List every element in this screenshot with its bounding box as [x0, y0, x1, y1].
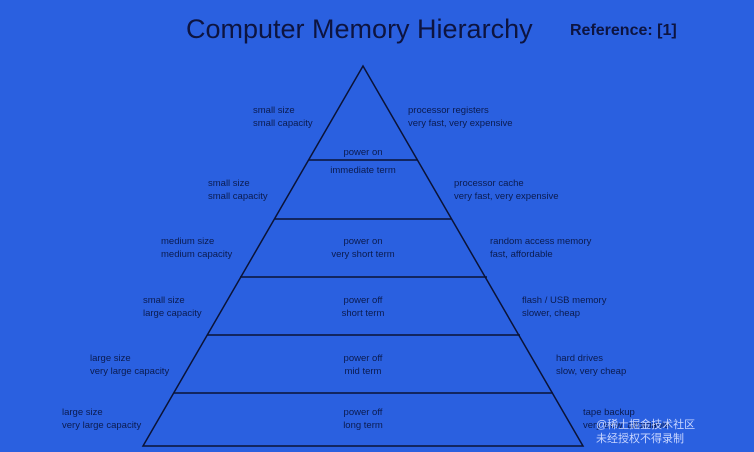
- level-cache-term: immediate term: [330, 165, 396, 176]
- level-cache-description: processor cache very fast, very expensiv…: [454, 178, 559, 202]
- level-hdd-description: hard drives slow, very cheap: [556, 353, 627, 377]
- level-cache-volatility: power on: [343, 147, 383, 158]
- level-cache-size: small size small capacity: [208, 178, 268, 202]
- level-hdd-size: large size very large capacity: [90, 353, 170, 377]
- level-hdd-persistence: power off mid term: [343, 353, 383, 377]
- reference-note: Reference: [1]: [570, 22, 677, 39]
- level-flash-size: small size large capacity: [143, 295, 202, 319]
- watermark: @稀土掘金技术社区 未经授权不得录制: [596, 419, 696, 445]
- diagram-title: Computer Memory Hierarchy: [186, 14, 533, 44]
- level-tape-description: tape backup very slow, affordable: [583, 407, 670, 431]
- level-registers-size: small size small capacity: [253, 105, 313, 129]
- level-flash-persistence: power off short term: [341, 295, 385, 319]
- level-flash-description: flash / USB memory slower, cheap: [522, 295, 607, 319]
- level-tape-size: large size very large capacity: [62, 407, 142, 431]
- level-ram-description: random access memory fast, affordable: [490, 236, 592, 260]
- level-registers-description: processor registers very fast, very expe…: [408, 105, 513, 129]
- pyramid-outline: [141, 64, 585, 447]
- level-tape-persistence: power off long term: [343, 407, 383, 431]
- level-ram-size: medium size medium capacity: [161, 236, 233, 260]
- level-ram-persistence: power on very short term: [331, 236, 395, 260]
